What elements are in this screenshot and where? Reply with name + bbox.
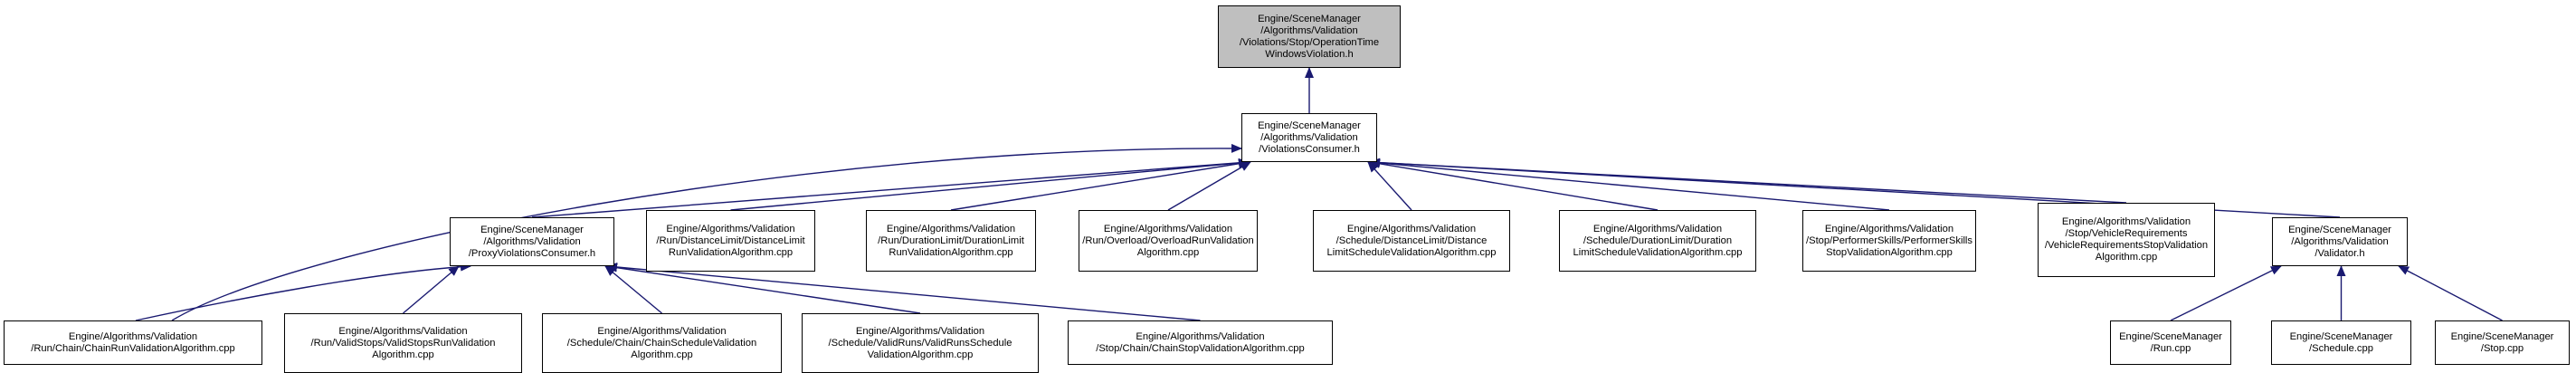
node-svr[interactable]: Engine/Algorithms/Validation /Schedule/V… (802, 313, 1039, 373)
edge-sdl-to-vc (1367, 161, 1412, 211)
edge-pvc-to-vc (531, 158, 1250, 218)
node-cr[interactable]: Engine/Algorithms/Validation /Run/Chain/… (4, 320, 262, 365)
node-pvc[interactable]: Engine/SceneManager /Algorithms/Validati… (450, 217, 614, 266)
edge-csv-to-pvc (606, 263, 1201, 321)
edge-run-to-val (2170, 265, 2282, 321)
node-run[interactable]: Engine/SceneManager /Run.cpp (2110, 320, 2231, 365)
node-sdrl[interactable]: Engine/Algorithms/Validation /Schedule/D… (1559, 210, 1756, 272)
edge-dl-to-vc (730, 158, 1250, 211)
edge-cr-to-pvc (135, 262, 471, 321)
node-vr[interactable]: Engine/Algorithms/Validation /Stop/Vehic… (2038, 203, 2215, 277)
node-stop[interactable]: Engine/SceneManager /Stop.cpp (2435, 320, 2570, 365)
node-csv[interactable]: Engine/Algorithms/Validation /Stop/Chain… (1068, 320, 1333, 365)
node-sch[interactable]: Engine/SceneManager /Schedule.cpp (2271, 320, 2411, 365)
edge-ps-to-vc (1369, 158, 1890, 211)
node-cs[interactable]: Engine/Algorithms/Validation /Schedule/C… (542, 313, 782, 373)
edge-cr-to-vc (171, 143, 1242, 321)
node-dl[interactable]: Engine/Algorithms/Validation /Run/Distan… (646, 210, 815, 272)
edge-cs-to-pvc (604, 265, 662, 314)
edge-ov-to-vc (1167, 161, 1251, 211)
node-vs[interactable]: Engine/Algorithms/Validation /Run/ValidS… (284, 313, 522, 373)
edge-sdrl-to-vc (1369, 158, 1659, 211)
node-ps[interactable]: Engine/Algorithms/Validation /Stop/Perfo… (1802, 210, 1976, 272)
edge-stop-to-val (2398, 265, 2503, 321)
node-ov[interactable]: Engine/Algorithms/Validation /Run/Overlo… (1079, 210, 1258, 272)
edge-svr-to-pvc (606, 263, 921, 314)
edge-drl-to-vc (950, 158, 1250, 211)
node-sdl[interactable]: Engine/Algorithms/Validation /Schedule/D… (1313, 210, 1510, 272)
edge-vs-to-pvc (403, 265, 460, 314)
node-val[interactable]: Engine/SceneManager /Algorithms/Validati… (2272, 217, 2408, 266)
node-root[interactable]: Engine/SceneManager /Algorithms/Validati… (1218, 5, 1401, 68)
node-drl[interactable]: Engine/Algorithms/Validation /Run/Durati… (866, 210, 1036, 272)
node-vc[interactable]: Engine/SceneManager /Algorithms/Validati… (1241, 113, 1377, 162)
